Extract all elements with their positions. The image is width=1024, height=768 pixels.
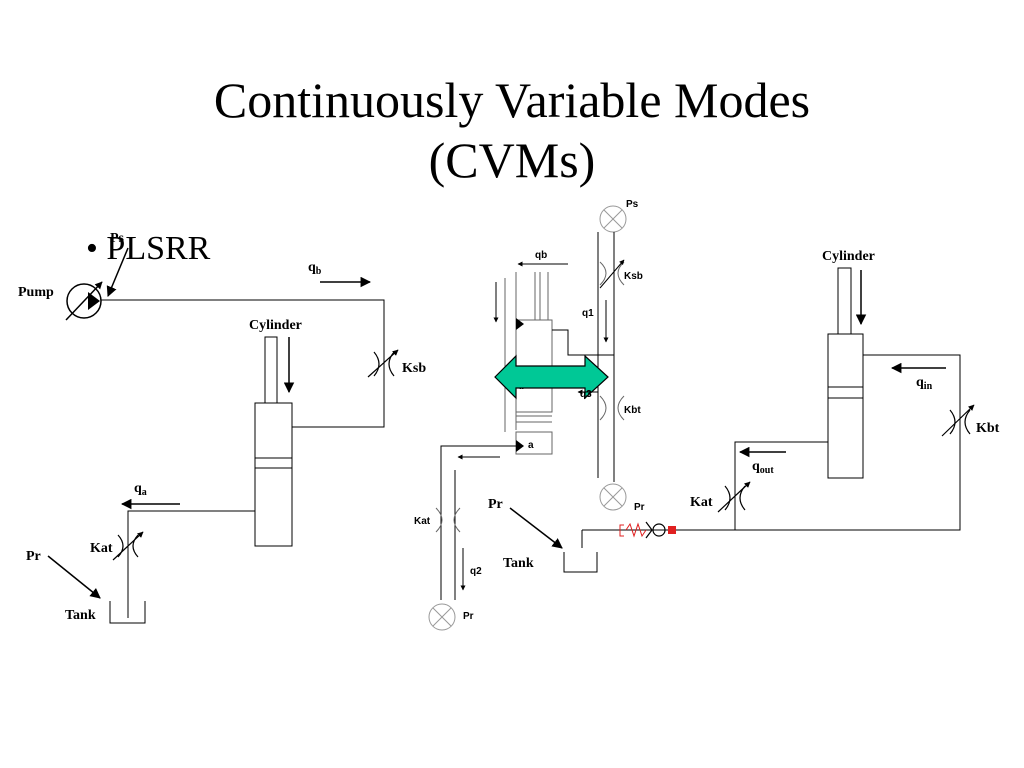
kat-label-middle: Kat: [414, 516, 431, 527]
pr-sink-right: [599, 483, 627, 511]
qb-label-middle: qb: [535, 250, 547, 261]
left-cylinder-label: Cylinder: [249, 318, 302, 333]
right-cylinder: [827, 267, 867, 479]
bullet-item: • PLSRR: [86, 230, 210, 268]
kat-label-left: Kat: [90, 541, 113, 556]
kat-orifice-right: [717, 481, 751, 513]
ksb-label: Ksb: [402, 361, 426, 376]
right-circuit: Cylinder qin Kbt qout Kat: [488, 249, 1000, 573]
pr-sink-bottom: [428, 603, 456, 631]
pump-label: Pump: [18, 285, 54, 300]
pr-label-middle-bottom: Pr: [463, 611, 474, 622]
ps-source: [599, 205, 627, 233]
qa-label: qa: [134, 481, 147, 498]
kbt-orifice-middle: [599, 395, 625, 421]
pr-label-middle-right: Pr: [634, 502, 645, 513]
kat-orifice-middle: [435, 507, 461, 533]
ksb-orifice-middle: [599, 259, 625, 289]
kat-label-right: Kat: [690, 495, 713, 510]
pr-label-right: Pr: [488, 497, 503, 512]
tank-right: [563, 552, 598, 573]
qout-label: qout: [752, 459, 774, 476]
pr-label-left: Pr: [26, 549, 41, 564]
ps-label-middle: Ps: [626, 199, 639, 210]
ksb-label-middle: Ksb: [624, 271, 643, 282]
title-line-2: (CVMs): [428, 132, 596, 188]
left-cylinder: [254, 336, 295, 547]
bullet-marker: •: [86, 230, 98, 267]
kat-orifice-left: [112, 531, 144, 561]
ksb-orifice: [367, 349, 399, 378]
kbt-orifice-right: [941, 404, 975, 437]
bullet-text: PLSRR: [106, 230, 211, 267]
pr-pointer-left: [47, 555, 101, 599]
q1-label: q1: [582, 308, 594, 319]
chamber-a-label: a: [528, 440, 534, 451]
tank-label-right: Tank: [503, 556, 534, 571]
slide-title: Continuously Variable Modes (CVMs): [0, 70, 1024, 190]
ps-pointer: [106, 247, 129, 297]
check-valve: [619, 521, 676, 539]
pump-symbol: [65, 281, 103, 321]
pr-pointer-right: [509, 507, 563, 549]
qb-label: qb: [308, 260, 322, 277]
left-circuit: Ps Pump qb Ksb Cylinder qa: [18, 231, 426, 624]
right-cylinder-label: Cylinder: [822, 249, 875, 264]
tank-label-left: Tank: [65, 608, 96, 623]
q3-label: q3: [580, 389, 592, 400]
spool-motion-arrow: [494, 354, 609, 400]
ps-label: Ps: [110, 231, 125, 246]
title-line-1: Continuously Variable Modes: [213, 72, 811, 128]
q2-label: q2: [470, 566, 482, 577]
middle-circuit: Ps Ksb q1 Kbt Pr qb: [414, 199, 645, 631]
kbt-label-middle: Kbt: [624, 405, 641, 416]
qin-label: qin: [916, 375, 933, 392]
kbt-label-right: Kbt: [976, 421, 1000, 436]
tank-left: [109, 601, 146, 624]
